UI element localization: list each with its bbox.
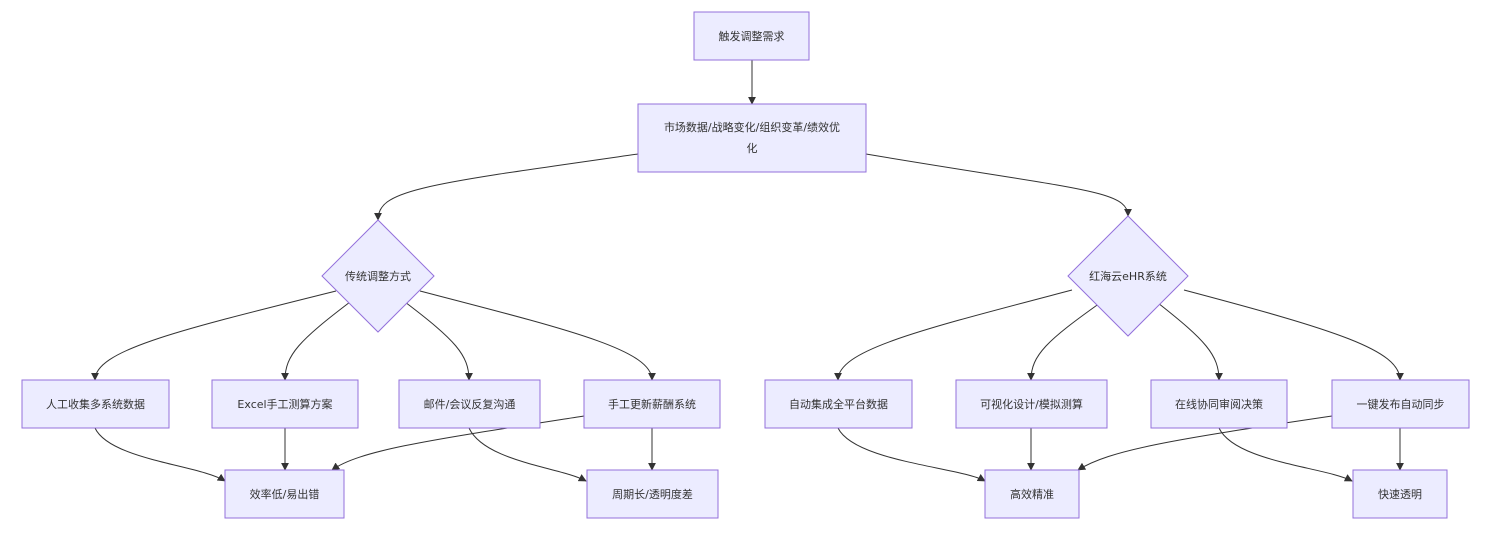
node-t4-label: 手工更新薪酬系统 xyxy=(608,397,696,411)
node-h4-label: 一键发布自动同步 xyxy=(1357,397,1445,411)
node-h2-label: 可视化设计/模拟测算 xyxy=(980,397,1083,411)
decision-honghai: 红海云eHR系统 xyxy=(1067,215,1189,337)
node-t4: 手工更新薪酬系统 xyxy=(583,379,721,429)
result-hr1-label: 高效精准 xyxy=(1010,487,1054,501)
result-tr1: 效率低/易出错 xyxy=(224,469,345,519)
edge-t3-tr2 xyxy=(468,427,587,482)
edge-h3-hr2 xyxy=(1218,427,1353,482)
node-h3-label: 在线协同审阅决策 xyxy=(1175,397,1263,411)
edge-trad-t2 xyxy=(281,301,351,381)
result-hr2-label: 快速透明 xyxy=(1378,488,1422,501)
edge-hh-h1 xyxy=(834,289,1073,381)
edge-trad-t3 xyxy=(404,301,473,381)
edge-hh-h3 xyxy=(1157,302,1223,381)
node-h3: 在线协同审阅决策 xyxy=(1150,379,1288,429)
node-h1: 自动集成全平台数据 xyxy=(764,379,913,429)
result-tr2: 周期长/透明度差 xyxy=(586,469,719,519)
edge-causes-traditional xyxy=(374,153,639,221)
decision-traditional: 传统调整方式 xyxy=(321,219,435,333)
edge-t1-tr1 xyxy=(94,427,226,482)
node-t3-label: 邮件/会议反复沟通 xyxy=(424,397,516,411)
edge-h1-hr1 xyxy=(837,427,986,482)
node-causes: 市场数据/战略变化/组织变革/绩效优 化 xyxy=(637,103,867,173)
edge-causes-honghai xyxy=(865,153,1132,217)
decision-traditional-label: 传统调整方式 xyxy=(345,269,411,283)
decision-honghai-label: 红海云eHR系统 xyxy=(1089,269,1167,283)
edge-hh-h4 xyxy=(1183,289,1404,381)
node-t1-label: 人工收集多系统数据 xyxy=(46,397,145,411)
edge-hh-h2 xyxy=(1027,302,1101,381)
result-tr2-label: 周期长/透明度差 xyxy=(612,487,693,501)
node-t3: 邮件/会议反复沟通 xyxy=(398,379,541,429)
node-h2: 可视化设计/模拟测算 xyxy=(955,379,1108,429)
node-t2-label: Excel手工测算方案 xyxy=(237,397,332,411)
result-tr1-label: 效率低/易出错 xyxy=(250,487,320,501)
node-h1-label: 自动集成全平台数据 xyxy=(789,397,888,411)
node-trigger-label: 触发调整需求 xyxy=(719,29,785,43)
node-trigger: 触发调整需求 xyxy=(693,11,810,61)
node-h4: 一键发布自动同步 xyxy=(1331,379,1470,429)
node-t1: 人工收集多系统数据 xyxy=(21,379,170,429)
edge-trad-t4 xyxy=(419,290,656,381)
result-hr2: 快速透明 xyxy=(1352,469,1448,519)
result-hr1: 高效精准 xyxy=(984,469,1080,519)
node-causes-label-line1: 市场数据/战略变化/组织变革/绩效优 xyxy=(664,120,840,134)
edge-trad-t1 xyxy=(91,290,337,381)
node-causes-label-line2: 化 xyxy=(747,141,758,155)
node-t2: Excel手工测算方案 xyxy=(211,379,359,429)
